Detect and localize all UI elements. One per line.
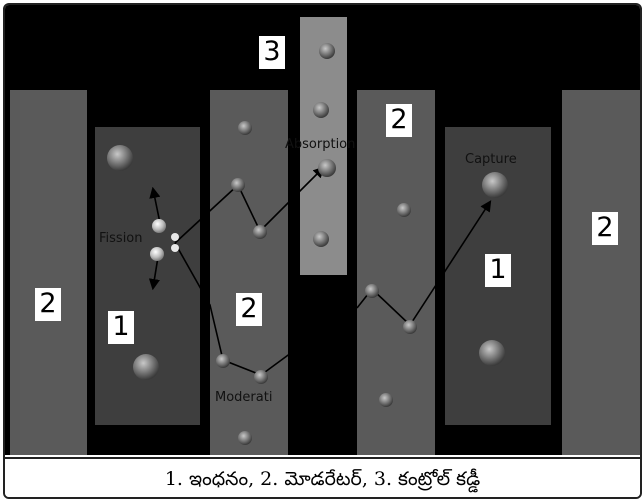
label-moderator-center-number: 2	[236, 293, 262, 326]
label-moderator-right-mid-number: 2	[386, 104, 412, 137]
atom-moderator-center-2	[231, 178, 245, 192]
atom-fuel-left-top	[107, 145, 133, 171]
atom-moderator-center-5	[254, 370, 268, 384]
label-moderator-far-right-number: 2	[592, 212, 618, 245]
label-capture: Capture	[465, 152, 517, 167]
atom-moderator-right-4	[379, 393, 393, 407]
label-absorption: Absorption	[285, 137, 356, 152]
fuel-block-left	[95, 127, 200, 425]
reactor-diagram: 3 2 2 2 2 1 1 Fission Absorption Capture…	[5, 5, 640, 455]
atom-moderator-right-2	[365, 284, 379, 298]
moderator-block-center	[210, 90, 288, 455]
label-fuel-left-number: 1	[108, 311, 134, 344]
figure-caption: 1. ఇంధనం, 2. మోడరేటర్, 3. కంట్రోల్ కడ్డీ	[5, 457, 640, 497]
moderator-block-right-mid	[357, 90, 435, 455]
label-control-rod-number: 3	[259, 36, 285, 69]
atom-fuel-right-capture	[482, 172, 508, 198]
atom-fuel-left-bottom	[133, 354, 159, 380]
atom-moderator-center-6	[238, 431, 252, 445]
atom-moderator-center-4	[216, 354, 230, 368]
neutron-path-upper	[174, 166, 325, 244]
fission-fragment-bottom	[150, 247, 164, 261]
label-moderator-far-left-number: 2	[35, 288, 61, 321]
reactor-svg	[10, 17, 640, 455]
atom-control-rod-absorbing	[318, 159, 336, 177]
label-moderation: Moderati	[215, 390, 273, 405]
fission-arrow-down	[148, 256, 160, 291]
label-fuel-right-number: 1	[485, 254, 511, 287]
neutron-released-1	[171, 233, 179, 241]
moderator-block-far-left	[10, 90, 87, 455]
figure-frame: 3 2 2 2 2 1 1 Fission Absorption Capture…	[3, 3, 642, 499]
label-fission: Fission	[99, 231, 143, 246]
atom-moderator-right-3	[403, 320, 417, 334]
atom-fuel-right-bottom	[479, 340, 505, 366]
atom-control-rod-2	[313, 102, 329, 118]
fission-arrow-up	[149, 186, 161, 224]
fission-fragment-top	[152, 219, 166, 233]
atom-moderator-right-1	[397, 203, 411, 217]
neutron-path-right	[356, 200, 492, 327]
moderator-block-far-right	[562, 90, 640, 455]
atom-moderator-center-1	[238, 121, 252, 135]
atom-control-rod-4	[313, 231, 329, 247]
neutron-released-2	[171, 244, 179, 252]
atom-moderator-center-3	[253, 225, 267, 239]
atom-control-rod-1	[319, 43, 335, 59]
